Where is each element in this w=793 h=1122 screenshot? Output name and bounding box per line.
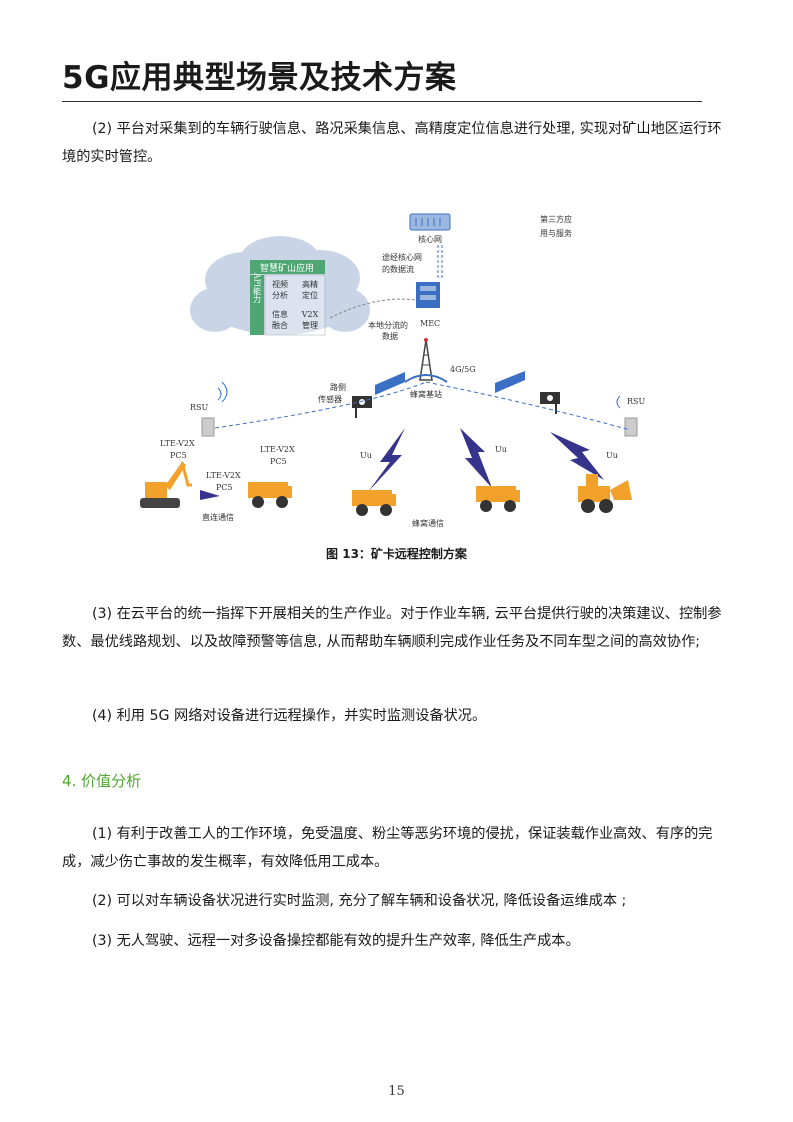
page-number: 15 — [388, 1084, 405, 1099]
svg-text:用与服务: 用与服务 — [540, 228, 572, 238]
svg-text:信息: 信息 — [272, 309, 288, 319]
svg-text:V2X: V2X — [301, 310, 319, 319]
svg-text:Uu: Uu — [360, 451, 372, 460]
camera-icon — [352, 372, 405, 418]
svg-text:蜂窝基站: 蜂窝基站 — [410, 389, 442, 399]
svg-text:4G/5G: 4G/5G — [450, 365, 476, 374]
svg-text:LTE-V2X: LTE-V2X — [160, 439, 195, 448]
figure-mine-truck-remote-control: 智慧矿山应用 API能力 视频 分析 高精 定位 信息 融合 V2X 管理 核心… — [120, 200, 650, 535]
svg-text:核心网: 核心网 — [418, 234, 442, 244]
page-title: 5G应用典型场景及技术方案 — [62, 60, 457, 96]
svg-text:传感器: 传感器 — [318, 394, 342, 404]
api-label: API能力 — [253, 272, 262, 304]
figure-caption: 图 13：矿卡远程控制方案 — [326, 547, 467, 561]
camera-icon — [495, 371, 560, 414]
rsu-icon — [201, 381, 228, 437]
rsu-icon — [616, 395, 638, 437]
svg-text:本地分流的: 本地分流的 — [368, 320, 408, 330]
svg-text:数据: 数据 — [382, 331, 398, 341]
smart-mine-label: 智慧矿山应用 — [260, 262, 314, 274]
excavator-icon — [140, 461, 192, 508]
svg-text:直连通信: 直连通信 — [202, 512, 234, 522]
svg-text:高精: 高精 — [302, 279, 318, 289]
wheel-loader-icon — [578, 474, 632, 513]
svg-text:蜂窝通信: 蜂窝通信 — [412, 518, 444, 528]
mec-server-icon — [416, 282, 440, 308]
svg-text:PC5: PC5 — [270, 457, 287, 466]
diagram-svg: 智慧矿山应用 API能力 视频 分析 高精 定位 信息 融合 V2X 管理 核心… — [140, 213, 646, 528]
svg-text:管理: 管理 — [302, 320, 318, 330]
value-item-2: (2) 可以对车辆设备状况进行实时监测, 充分了解车辆和设备状况, 降低设备运维… — [92, 893, 627, 909]
svg-text:LTE-V2X: LTE-V2X — [260, 445, 295, 454]
api-panel — [250, 275, 264, 335]
lightning-icon — [368, 428, 604, 492]
dump-truck-icon — [248, 482, 292, 508]
core-network-icon — [409, 213, 451, 231]
value-item-3: (3) 无人驾驶、远程一对多设备操控都能有效的提升生产效率, 降低生产成本。 — [92, 933, 580, 949]
svg-text:PC5: PC5 — [216, 483, 233, 492]
svg-text:途经核心网: 途经核心网 — [382, 252, 422, 262]
svg-text:Uu: Uu — [606, 451, 618, 460]
svg-text:LTE-V2X: LTE-V2X — [206, 471, 241, 480]
svg-text:RSU: RSU — [627, 397, 646, 406]
svg-text:Uu: Uu — [495, 445, 507, 454]
svg-text:分析: 分析 — [272, 290, 288, 300]
dump-truck-icon — [476, 486, 520, 512]
svg-text:视频: 视频 — [272, 279, 288, 289]
svg-text:RSU: RSU — [190, 403, 209, 412]
section-heading: 4. 价值分析 — [62, 772, 142, 790]
svg-text:路侧: 路侧 — [330, 382, 346, 392]
svg-text:第三方应: 第三方应 — [540, 214, 572, 224]
paragraph-3: (3) 在云平台的统一指挥下开展相关的生产作业。对于作业车辆, 云平台提供行驶的… — [62, 606, 722, 650]
svg-text:PC5: PC5 — [170, 451, 187, 460]
value-item-1: (1) 有利于改善工人的工作环境，免受温度、粉尘等恶劣环境的侵扰，保证装载作业高… — [62, 826, 713, 870]
base-station-tower-icon — [404, 338, 448, 383]
svg-text:的数据流: 的数据流 — [382, 264, 414, 274]
paragraph-4: (4) 利用 5G 网络对设备进行远程操作，并实时监测设备状况。 — [92, 708, 487, 724]
svg-text:定位: 定位 — [302, 290, 318, 300]
paragraph-2: (2) 平台对采集到的车辆行驶信息、路况采集信息、高精度定位信息进行处理, 实现… — [62, 121, 722, 165]
smart-mine-header — [250, 260, 325, 274]
svg-text:MEC: MEC — [420, 319, 440, 328]
svg-text:融合: 融合 — [272, 320, 288, 330]
title-divider — [62, 101, 702, 102]
dump-truck-icon — [352, 490, 396, 516]
